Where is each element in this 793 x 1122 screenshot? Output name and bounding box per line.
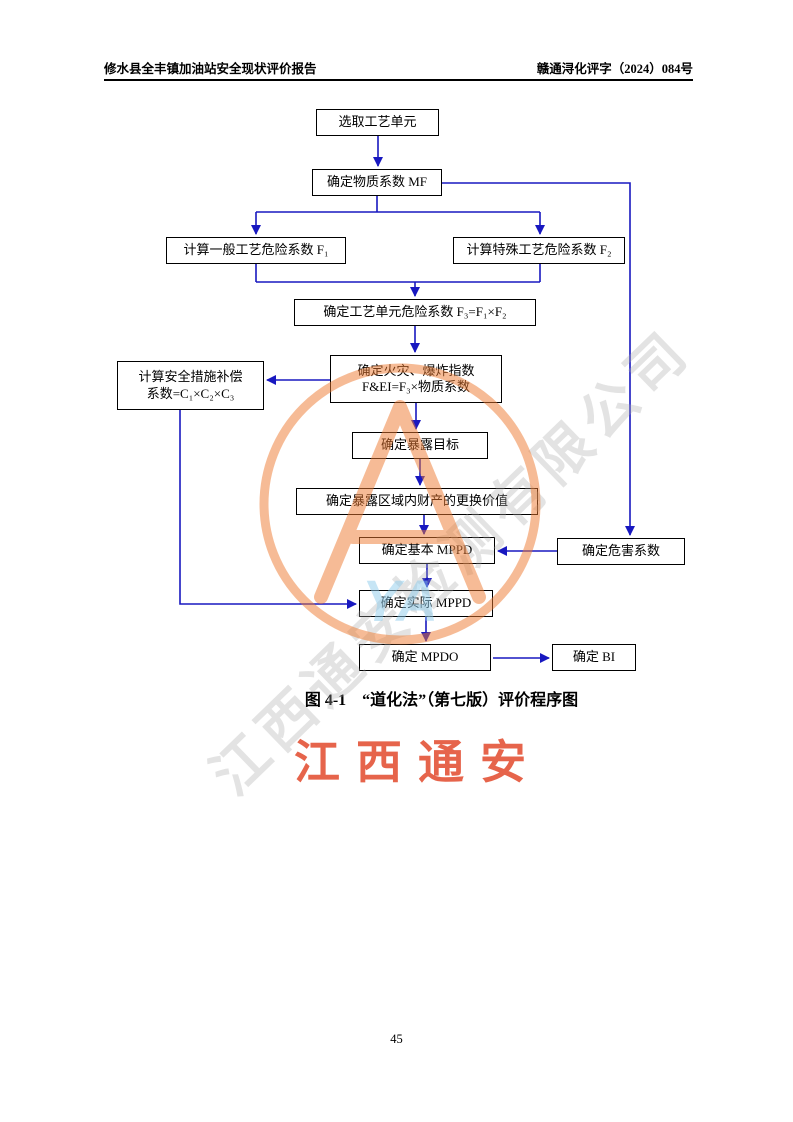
node-base-mppd: 确定基本 MPPD: [359, 537, 495, 564]
figure-caption: 图 4-1 “道化法”（第七版）评价程序图: [304, 692, 579, 709]
node-material-factor: 确定物质系数 MF: [312, 169, 442, 196]
node-general-process-hazard-f1: 计算一般工艺危险系数 F₁: [166, 237, 346, 264]
node-exposure-area-value: 确定暴露区域内财产的更换价值: [296, 488, 538, 515]
node-special-process-hazard-f2: 计算特殊工艺危险系数 F₂: [453, 237, 625, 264]
node-bi: 确定 BI: [552, 644, 636, 671]
node-fire-explosion-index: 确定火灾、爆炸指数 F&EI=F₃×物质系数: [330, 355, 502, 403]
node-mpdo: 确定 MPDO: [359, 644, 491, 671]
header-doc-number: 赣通浔化评字（2024）084号: [536, 62, 693, 76]
header-divider: [104, 79, 693, 81]
node-exposure-target: 确定暴露目标: [352, 432, 488, 459]
node-hazard-factor: 确定危害系数: [557, 538, 685, 565]
node-safety-compensation: 计算安全措施补偿 系数=C₁×C₂×C₃: [117, 361, 264, 410]
node-unit-hazard-f3: 确定工艺单元危险系数 F₃=F₁×F₂: [294, 299, 536, 326]
brand-watermark-text: 江西通安: [294, 737, 542, 788]
document-header: 修水县全丰镇加油站安全现状评价报告 赣通浔化评字（2024）084号: [104, 58, 693, 77]
header-report-title: 修水县全丰镇加油站安全现状评价报告: [104, 62, 317, 76]
page-number: 45: [390, 1032, 403, 1046]
node-actual-mppd: 确定实际 MPPD: [359, 590, 493, 617]
node-select-unit: 选取工艺单元: [316, 109, 439, 136]
